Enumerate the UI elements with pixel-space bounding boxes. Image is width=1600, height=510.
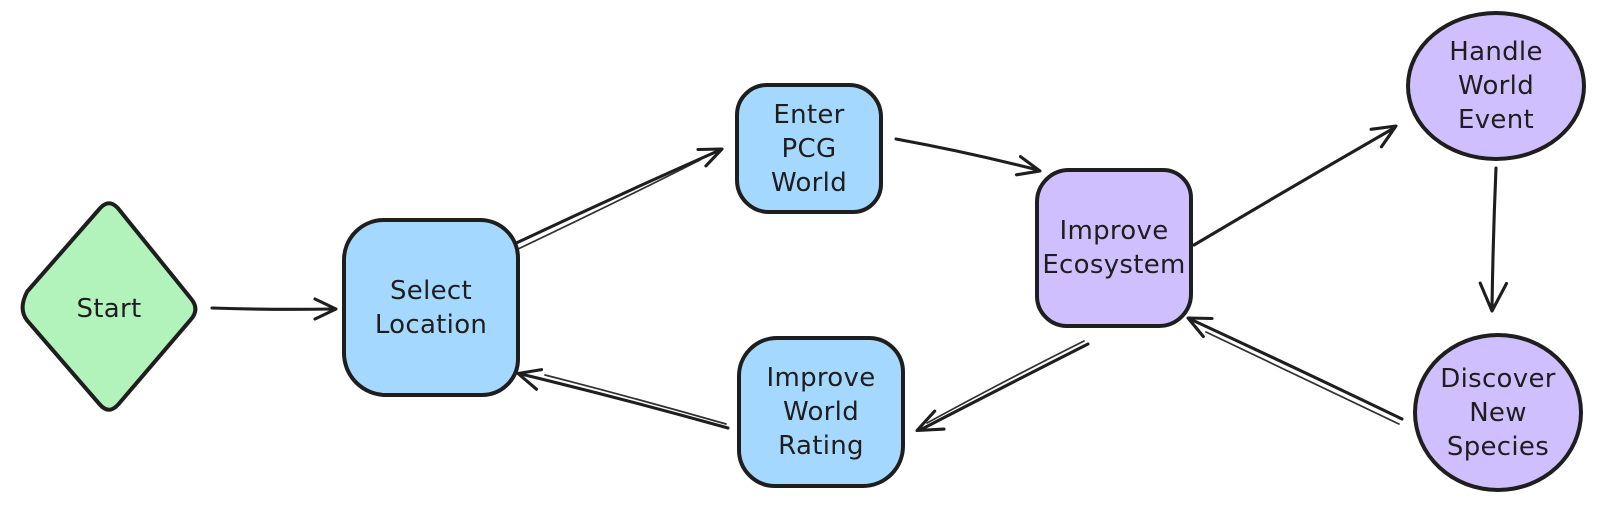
arrow-discover-new-species-to-improve-ecosystem[interactable] xyxy=(1186,316,1404,425)
node-discover-new-species[interactable]: Discover New Species xyxy=(1413,333,1583,492)
node-handle-world-event[interactable]: Handle World Event xyxy=(1406,11,1586,161)
node-enter-pcg-world[interactable]: Enter PCG World xyxy=(735,83,883,214)
arrow-handle-world-event-to-discover-new-species[interactable] xyxy=(1478,166,1509,313)
arrow-improve-ecosystem-to-improve-world-rating[interactable] xyxy=(915,340,1090,433)
arrow-enter-pcg-world-to-improve-ecosystem[interactable] xyxy=(894,137,1042,177)
arrow-improve-ecosystem-to-handle-world-event[interactable] xyxy=(1192,124,1398,247)
node-label-handle-world-event: Handle World Event xyxy=(1449,37,1543,135)
arrow-start-to-select-location[interactable] xyxy=(210,297,338,321)
node-improve-ecosystem[interactable]: Improve Ecosystem xyxy=(1035,168,1193,328)
node-select-location[interactable]: Select Location xyxy=(342,218,520,397)
node-start-label-box: Start xyxy=(18,203,200,415)
arrow-improve-world-rating-to-select-location[interactable] xyxy=(516,368,730,430)
node-label-select-location: Select Location xyxy=(374,275,488,340)
node-improve-world-rating[interactable]: Improve World Rating xyxy=(737,336,905,488)
node-label-improve-ecosystem: Improve Ecosystem xyxy=(1042,216,1186,280)
node-label-start: Start xyxy=(76,294,142,324)
node-label-improve-world-rating: Improve World Rating xyxy=(766,363,876,461)
arrow-select-location-to-enter-pcg-world[interactable] xyxy=(510,147,724,251)
node-label-discover-new-species: Discover New Species xyxy=(1440,363,1556,462)
node-label-enter-pcg-world: Enter PCG World xyxy=(770,99,847,198)
node-start-shape[interactable] xyxy=(20,201,198,412)
